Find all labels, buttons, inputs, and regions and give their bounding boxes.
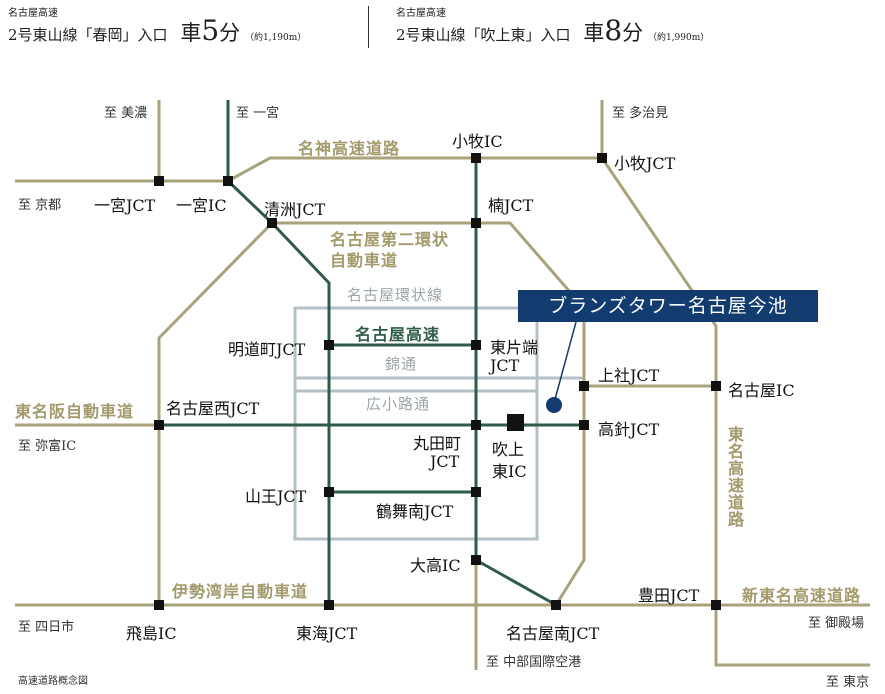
node-kiyosu-jct <box>267 218 277 228</box>
road-label-nishiki: 錦通 <box>385 355 418 373</box>
header-right-unit: 分 <box>622 21 644 45</box>
label-komaki-ic: 小牧IC <box>452 132 503 151</box>
node-fukiage-higashi-ic <box>507 414 524 431</box>
dest-tajimi: 至 多治見 <box>612 106 669 121</box>
road-label-shin-tomei: 新東名高速道路 <box>742 586 862 605</box>
node-odaka-ic <box>471 555 481 565</box>
header-left-unit: 分 <box>219 21 241 45</box>
label-komaki-jct: 小牧JCT <box>614 154 676 173</box>
tomei-expressway <box>600 157 870 667</box>
header-right: 名古屋高速 2号東山線「吹上東」入口 車8分 （約1,990m） <box>396 8 709 49</box>
meishin-east <box>227 156 602 183</box>
node-tsurumaiminami-jct <box>471 487 481 497</box>
label-ichinomiya-ic: 一宮IC <box>176 196 227 215</box>
header-right-route-line: 2号東山線「吹上東」入口 車8分 （約1,990m） <box>396 17 710 49</box>
label-marutamachi-jct: JCT <box>430 452 460 471</box>
label-tokai-jct: 東海JCT <box>296 624 358 643</box>
node-ichinomiya-jct <box>154 176 164 186</box>
road-label-second-ring-2: 自動車道 <box>330 251 399 270</box>
dest-kyoto: 至 京都 <box>18 198 62 213</box>
node-sanno-jct <box>324 487 334 497</box>
header-right-minutes: 8 <box>604 14 623 47</box>
dest-yatomi: 至 弥富IC <box>18 439 77 454</box>
label-marutamachi: 丸田町 <box>413 434 462 453</box>
node-kamiyashiro-jct <box>579 381 589 391</box>
jct-nodes <box>154 153 721 610</box>
label-tsurumaiminami-jct: 鶴舞南JCT <box>376 502 454 521</box>
label-fukiage: 吹上 <box>492 440 525 459</box>
road-label-ring-line: 名古屋環状線 <box>347 286 444 304</box>
node-toyota-jct <box>711 600 721 610</box>
dest-ichinomiya: 至 一宮 <box>236 106 280 121</box>
header-left-minutes: 5 <box>201 14 220 47</box>
label-higashikatahata-jct: JCT <box>490 356 520 375</box>
label-nagoya-ic: 名古屋IC <box>728 381 795 400</box>
label-meidocho-jct: 明道町JCT <box>228 340 306 359</box>
node-komaki-jct <box>597 153 607 163</box>
property-name-label: ブランズタワー名古屋今池 <box>518 290 818 322</box>
header-right-distance: （約1,990m） <box>647 33 710 43</box>
label-kiyosu-jct: 清洲JCT <box>264 200 326 219</box>
header-separator <box>368 6 369 48</box>
header-left-route-line: 2号東山線「春岡」入口 車5分 （約1,190m） <box>8 17 307 49</box>
road-label-second-ring: 名古屋第二環状 <box>330 230 450 249</box>
dest-mino: 至 美濃 <box>104 106 148 121</box>
label-fukiage-higashi-ic: 東IC <box>492 462 527 481</box>
node-komaki-ic <box>471 153 481 163</box>
label-takabari-jct: 高針JCT <box>598 420 660 439</box>
header-right-car: 車 <box>583 21 605 45</box>
node-tobishima-ic <box>154 600 164 610</box>
node-marutamachi-jct <box>471 420 481 430</box>
label-higashikatahata: 東片端 <box>490 338 539 357</box>
label-ichinomiya-jct: 一宮JCT <box>94 196 156 215</box>
map-caption: 高速道路概念図 <box>18 676 88 687</box>
dest-yokkaichi: 至 四日市 <box>18 620 75 635</box>
label-nagoya-minami-jct: 名古屋南JCT <box>506 624 600 643</box>
header-left-distance: （約1,190m） <box>244 33 307 43</box>
dest-chubu-airport: 至 中部国際空港 <box>486 655 582 670</box>
property-location-marker <box>546 397 562 413</box>
second-ring-west <box>157 221 274 605</box>
header-left-car: 車 <box>180 21 202 45</box>
header-right-route: 2号東山線「吹上東」入口 <box>396 26 571 44</box>
header-right-operator: 名古屋高速 <box>396 8 446 19</box>
highlight-pointer <box>553 321 577 404</box>
label-odaka-ic: 大高IC <box>410 556 461 575</box>
header-left: 名古屋高速 2号東山線「春岡」入口 車5分 （約1,190m） <box>8 8 306 49</box>
label-kamiyashiro-jct: 上社JCT <box>598 366 660 385</box>
node-higashikatahata-jct <box>471 340 481 350</box>
dest-gotemba: 至 御殿場 <box>808 616 865 631</box>
dest-tokyo: 至 東京 <box>826 675 870 690</box>
label-nagoya-nishi-jct: 名古屋西JCT <box>166 399 260 418</box>
odaka-to-minami <box>475 558 557 607</box>
header-left-route: 2号東山線「春岡」入口 <box>8 26 168 44</box>
label-kusunoki-jct: 楠JCT <box>488 196 534 215</box>
node-tokai-jct <box>324 600 334 610</box>
road-label-nagoya-expressway: 名古屋高速 <box>355 325 441 344</box>
road-label-isewangan: 伊勢湾岸自動車道 <box>172 582 309 601</box>
node-takabari-jct <box>579 420 589 430</box>
road-label-meishin: 名神高速道路 <box>298 139 401 158</box>
header-left-operator: 名古屋高速 <box>8 8 58 19</box>
node-ichinomiya-ic <box>223 176 233 186</box>
kiyosu-line <box>226 179 331 605</box>
node-meidocho-jct <box>324 340 334 350</box>
road-label-tomei: 東名高速道路 <box>725 426 744 528</box>
second-ring-east <box>476 221 586 606</box>
label-sanno-jct: 山王JCT <box>245 487 307 506</box>
node-nagoya-ic <box>711 381 721 391</box>
node-kusunoki-jct <box>471 218 481 228</box>
label-toyota-jct: 豊田JCT <box>638 586 700 605</box>
road-label-higashi-meihan: 東名阪自動車道 <box>15 402 135 421</box>
label-tobishima-ic: 飛島IC <box>126 624 177 643</box>
road-label-hirokoji: 広小路通 <box>366 395 431 413</box>
node-nagoya-nishi-jct <box>154 420 164 430</box>
node-nagoya-minami-jct <box>551 600 561 610</box>
